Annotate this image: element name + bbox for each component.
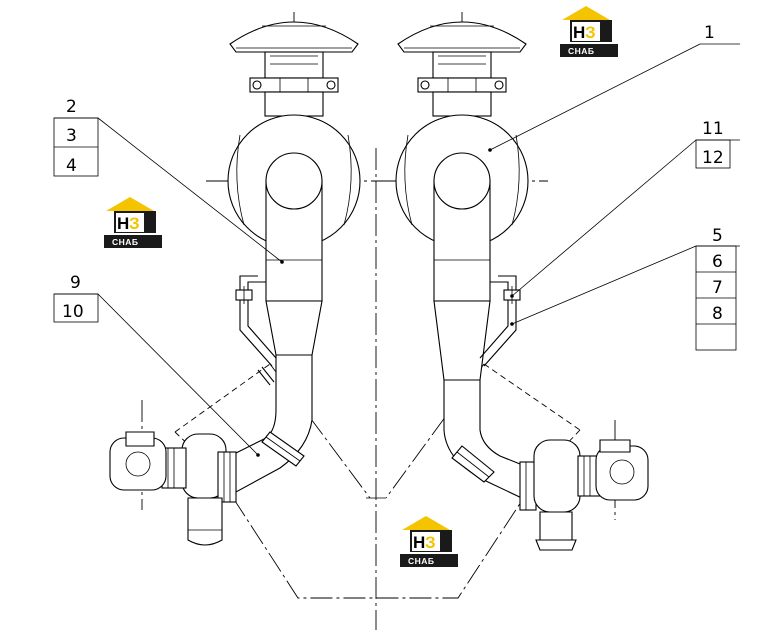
callout-11-12: 11 12 — [695, 119, 740, 169]
callout-1: 1 — [700, 23, 740, 45]
svg-text:СНАБ: СНАБ — [112, 237, 139, 247]
logo-watermark-bottom: Н З СНАБ — [400, 516, 458, 567]
svg-text:З: З — [425, 533, 436, 552]
callout-2-3-4: 2 3 4 — [53, 97, 99, 177]
elbow-pipe-right — [443, 379, 531, 501]
callout-7: 7 — [712, 278, 723, 298]
svg-text:СНАБ: СНАБ — [568, 46, 595, 56]
rain-cap-right — [397, 21, 527, 53]
callout-4: 4 — [66, 156, 77, 176]
outlet-flange-left — [265, 152, 323, 210]
callout-11: 11 — [702, 119, 724, 139]
callout-9: 9 — [70, 273, 81, 293]
svg-text:З: З — [129, 214, 140, 233]
callout-10: 10 — [62, 302, 84, 322]
callout-1-label: 1 — [704, 23, 715, 43]
outlet-flange-right — [433, 152, 491, 210]
svg-text:Н: Н — [117, 214, 129, 233]
logo-watermark-left: Н З СНАБ — [104, 197, 162, 248]
callout-2: 2 — [66, 97, 77, 117]
callout-12: 12 — [702, 148, 724, 168]
callout-6: 6 — [712, 252, 723, 272]
rain-cap-left — [229, 21, 359, 53]
callout-5-6-7-8: 5 6 7 8 — [695, 226, 740, 351]
callout-8: 8 — [712, 304, 723, 324]
svg-text:З: З — [585, 23, 596, 42]
callout-9-10: 9 10 — [53, 273, 99, 323]
left-air-cleaner-assembly — [109, 21, 361, 546]
leader-lines — [97, 43, 701, 457]
svg-text:Н: Н — [413, 533, 425, 552]
svg-text:СНАБ: СНАБ — [408, 556, 435, 566]
callout-5: 5 — [712, 226, 723, 246]
right-air-cleaner-assembly — [395, 21, 649, 551]
svg-text:Н: Н — [573, 23, 585, 42]
logo-watermark-top: Н З СНАБ — [560, 6, 618, 57]
turbocharger-right — [533, 439, 581, 513]
callout-3: 3 — [66, 126, 77, 146]
